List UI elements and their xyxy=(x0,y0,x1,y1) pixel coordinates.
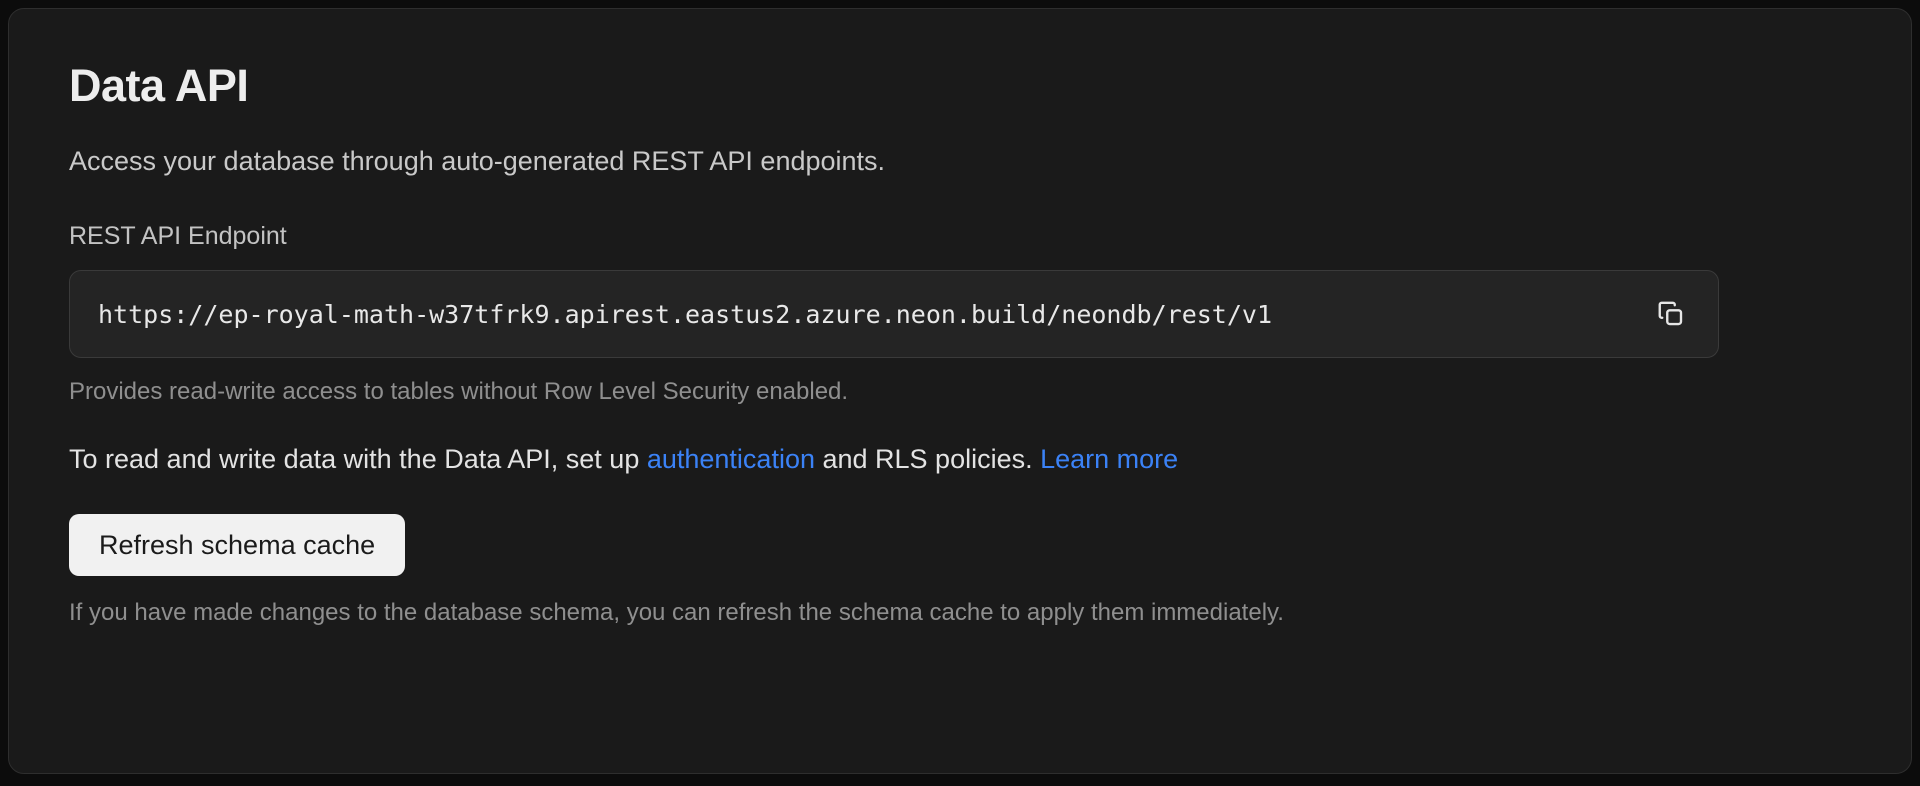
rls-notice-text-before: To read and write data with the Data API… xyxy=(69,444,647,475)
endpoint-helper-text: Provides read-write access to tables wit… xyxy=(69,378,849,406)
data-api-card: Data API Access your database through au… xyxy=(8,8,1912,774)
page-title: Data API xyxy=(69,60,249,111)
rest-api-endpoint-label: REST API Endpoint xyxy=(69,222,287,251)
rest-api-endpoint-field[interactable]: https://ep-royal-math-w37tfrk9.apirest.e… xyxy=(69,270,1719,359)
refresh-button-wrapper: Refresh schema cache xyxy=(69,477,1851,577)
card-content: Data API Access your database through au… xyxy=(9,9,1911,628)
rest-api-endpoint-value[interactable]: https://ep-royal-math-w37tfrk9.apirest.e… xyxy=(98,299,1272,329)
card-subtitle: Access your database through auto-genera… xyxy=(69,146,886,176)
rls-notice: To read and write data with the Data API… xyxy=(69,443,1851,477)
refresh-schema-cache-button[interactable]: Refresh schema cache xyxy=(69,514,406,577)
copy-icon xyxy=(1656,299,1686,329)
refresh-footnote: If you have made changes to the database… xyxy=(69,599,1284,627)
rls-notice-text-middle: and RLS policies. xyxy=(814,444,1041,475)
learn-more-link[interactable]: Learn more xyxy=(1040,444,1179,475)
copy-endpoint-button[interactable] xyxy=(1648,291,1694,337)
authentication-link[interactable]: authentication xyxy=(646,444,815,475)
